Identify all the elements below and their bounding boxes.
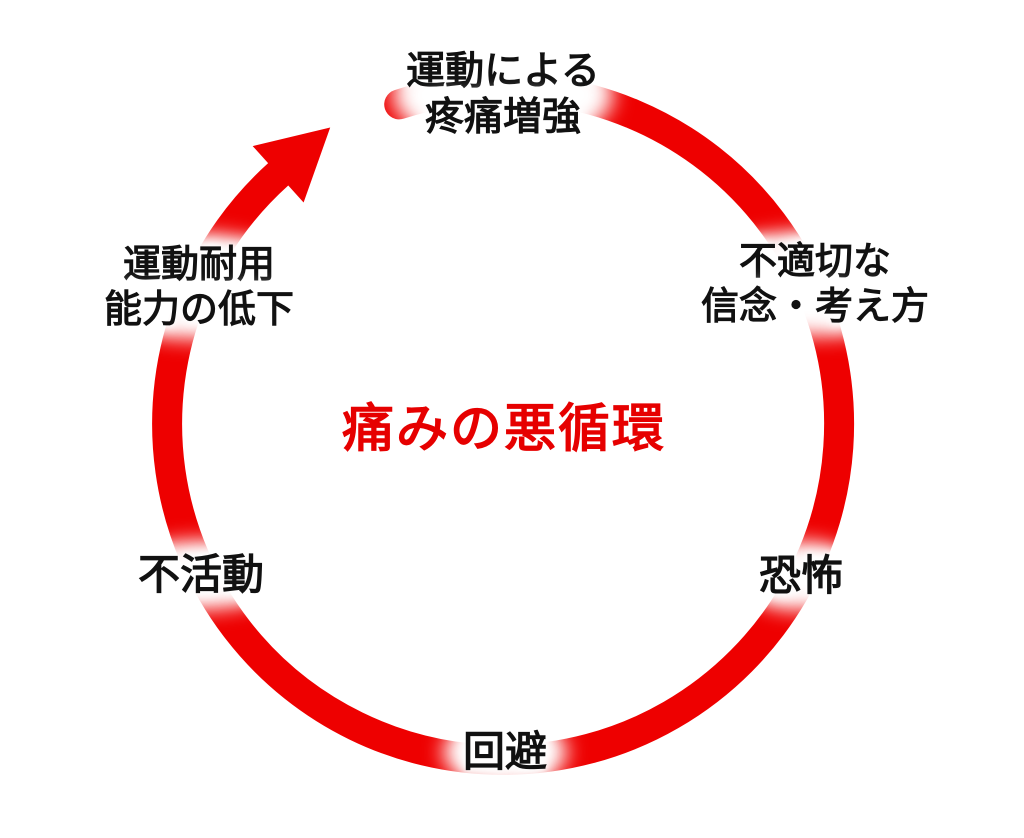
stage-avoidance-line-1: 回避 [462,727,548,777]
stage-avoidance: 回避 [463,727,547,777]
label-halo [739,542,863,610]
cycle-arrowhead [252,127,331,203]
stage-beliefs: 不適切な 信念・考え方 [701,239,929,329]
label-halos [85,43,943,786]
stage-inactivity-line-1: 不活動 [137,550,265,600]
diagram-title: 痛みの悪循環 [341,399,667,460]
stage-beliefs-line-1: 不適切な [738,239,892,284]
label-halo [117,541,285,609]
label-halo [393,43,613,147]
stage-fear-line-1: 恐怖 [758,551,844,601]
stage-capacity-decline-line-1: 運動耐用 [122,242,276,287]
stage-inactivity: 不活動 [138,550,264,600]
cycle-ring [152,72,855,775]
stage-pain-increase: 運動による 疼痛増強 [406,49,600,141]
stage-capacity-decline: 運動耐用 能力の低下 [104,242,294,332]
label-halo [687,232,943,336]
label-halo [443,718,567,786]
stage-pain-increase-line-1: 運動による [406,48,600,94]
stage-fear: 恐怖 [759,551,843,601]
stage-capacity-decline-line-2: 能力の低下 [103,287,295,331]
stage-pain-increase-line-2: 疼痛増強 [424,95,581,140]
label-halo [85,235,313,339]
stage-beliefs-line-2: 信念・考え方 [700,284,930,328]
